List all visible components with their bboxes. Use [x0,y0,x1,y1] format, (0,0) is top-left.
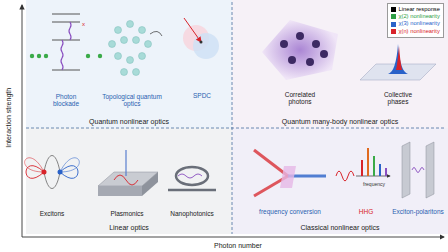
legend-item: χ(2) nonlinearity [391,13,440,20]
legend-swatch [391,7,396,12]
legend-item: Linear response [391,6,440,13]
legend-item: χ(n) nonlinearity [391,28,440,35]
quadrant-region: Classical nonlinear optics [232,128,448,234]
legend-box: Linear responseχ(2) nonlinearityχ(3) non… [387,3,444,38]
item-label: Plasmonics [110,210,143,217]
quadrant-ground [26,128,232,234]
axis-title: Interaction strength [5,88,13,148]
item-label: frequency [363,182,385,188]
quadrant-title: Linear optics [109,224,149,231]
quadrant-title: Classical nonlinear optics [301,224,380,231]
legend-text: χ(2) nonlinearity [398,13,439,20]
plasmonics-figure [98,150,158,196]
legend-swatch [391,14,396,19]
quadrant-ground [232,0,448,128]
collective-phases-figure [360,44,436,80]
quadrant-region: Quantum nonlinear optics [26,0,232,128]
quadrant-title: Quantum many-body nonlinear optics [282,118,398,125]
hhg-figure [336,148,390,181]
item-label: Excitons [40,210,65,217]
photon-blockade-figure: x [30,14,102,70]
legend-text: Linear response [398,6,440,13]
item-label: HHG [359,208,373,215]
legend-swatch [391,29,396,34]
legend-swatch [391,22,396,27]
topological-lattice [109,21,163,76]
divider [26,128,446,129]
item-label: Photon number [214,242,262,250]
quadrant-title: Quantum nonlinear optics [89,118,169,125]
nanophotonics-figure [168,167,216,190]
item-label: frequency conversion [259,208,321,215]
svg-text:x: x [82,21,85,27]
item-label: Photon blockade [46,93,86,107]
legend-item: χ(3) nonlinearity [391,20,440,27]
divider [232,2,233,234]
quadrant-ground [232,128,448,234]
item-label: Topological quantum optics [101,93,163,107]
spdc-figure [183,18,219,59]
item-label: Nanophotonics [170,210,213,217]
exciton-figure [25,156,80,189]
item-label: SPDC [193,92,211,99]
quadrant-region: Linear optics [26,128,232,234]
exciton-polariton-figure [402,142,434,198]
correlated-photons-figure [262,20,338,80]
axis [22,5,23,237]
item-label: Correlated photons [275,91,325,105]
legend-text: χ(n) nonlinearity [398,28,439,35]
frequency-conversion-figure [254,150,326,196]
legend-text: χ(3) nonlinearity [398,20,439,27]
item-label: Collective phases [373,91,423,105]
axis [22,237,444,238]
quadrant-ground [26,0,232,128]
item-label: Exciton-polaritons [392,208,444,215]
